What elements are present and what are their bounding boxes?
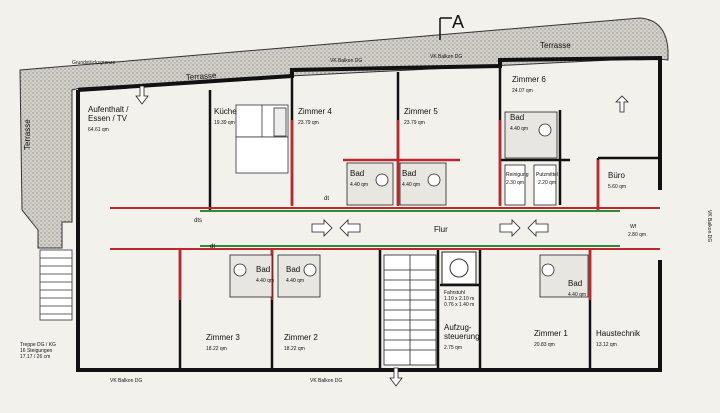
room-name-buero: Büro xyxy=(608,171,625,180)
balcony-label-top-1: VK Balkon DG xyxy=(330,58,362,64)
room-name-bad5: Bad xyxy=(402,169,416,178)
corridor-label: Flur xyxy=(434,225,448,234)
kitchen-counter xyxy=(235,104,289,174)
terrace-label-left: Terrasse xyxy=(23,119,32,150)
terrace-label-top-right: Terrasse xyxy=(540,41,571,50)
room-area-zimmer3: 18.22 qm xyxy=(206,346,227,352)
property-line-label: Grundstücksgrenze xyxy=(72,60,116,66)
fahrstuhl-note-2: 1.10 x 2.10 m xyxy=(444,296,474,302)
room-name-bad3: Bad xyxy=(256,265,270,274)
room-name-zimmer6: Zimmer 6 xyxy=(512,75,546,84)
room-name-aufenthalt: Aufenthalt /Essen / TV xyxy=(88,105,129,123)
room-name-zimmer4: Zimmer 4 xyxy=(298,107,332,116)
dt-label-2: dt xyxy=(324,196,329,202)
terrace-area xyxy=(19,17,669,249)
reinigung-area: 2.30 qm xyxy=(506,180,524,186)
wf-label: Wf xyxy=(630,224,637,230)
dt-label: dt xyxy=(210,244,215,250)
corridor-arrows xyxy=(135,85,629,387)
room-name-bad1: Bad xyxy=(568,279,582,288)
putzmittel-area: 2.20 qm xyxy=(538,180,556,186)
room-area-zimmer4: 23.79 qm xyxy=(298,120,319,126)
room-name-zimmer1: Zimmer 1 xyxy=(534,329,568,338)
room-name-bad4: Bad xyxy=(350,169,364,178)
fahrstuhl-note-3: 0.76 x 1.40 m xyxy=(444,302,474,308)
treppe-note-3: 17.17 / 26 cm xyxy=(20,354,50,360)
balcony-label-right: VK Balkon DG xyxy=(706,210,712,242)
exterior-stairs xyxy=(39,249,73,321)
treppe-note: Treppe DG / KG xyxy=(20,342,56,348)
fahrstuhl-note: Fahrstuhl xyxy=(444,290,465,296)
room-area-aufenthalt: 64.61 qm xyxy=(88,127,109,133)
reinigung-label: Reinigung xyxy=(506,172,529,178)
room-name-zimmer2: Zimmer 2 xyxy=(284,333,318,342)
room-name-zimmer5: Zimmer 5 xyxy=(404,107,438,116)
elevator-shaft xyxy=(441,251,477,285)
room-labels: Aufenthalt /Essen / TV 64.61 qm Küche 19.39… xyxy=(88,75,641,352)
room-name-aufzug: Aufzug-steuerung xyxy=(444,323,480,341)
room-area-bad4: 4.40 qm xyxy=(350,182,368,188)
balcony-label-top-2: VK Balkon DG xyxy=(430,54,462,60)
room-area-bad2: 4.40 qm xyxy=(286,278,304,284)
dts-label: dts xyxy=(194,218,202,224)
interior-walls xyxy=(178,66,660,370)
room-area-kueche: 19.39 qm xyxy=(214,120,235,126)
balcony-label-bottom-2: VK Balkon DG xyxy=(310,378,342,384)
room-area-zimmer6: 24.07 qm xyxy=(512,88,533,94)
central-staircase xyxy=(383,254,437,366)
room-name-zimmer3: Zimmer 3 xyxy=(206,333,240,342)
room-area-zimmer2: 18.22 qm xyxy=(284,346,305,352)
room-area-zimmer5: 23.79 qm xyxy=(404,120,425,126)
room-area-bad5: 4.40 qm xyxy=(402,182,420,188)
treppe-note-2: 16 Steigungen xyxy=(20,348,52,354)
room-area-buero: 5.60 qm xyxy=(608,184,626,190)
room-area-bad3: 4.40 qm xyxy=(256,278,274,284)
putzmittel-label: Putzmittel xyxy=(536,172,558,178)
wf-area: 2.80 qm xyxy=(628,232,646,238)
room-name-haustechnik: Haustechnik xyxy=(596,329,641,338)
section-marker-label: A xyxy=(452,12,464,32)
terrace-label-top-left: Terrasse xyxy=(186,71,218,82)
outer-walls xyxy=(76,55,662,372)
room-name-bad2: Bad xyxy=(286,265,300,274)
room-name-bad6: Bad xyxy=(510,113,524,122)
balcony-label-bottom-1: VK Balkon DG xyxy=(110,378,142,384)
room-area-haustechnik: 13.12 qm xyxy=(596,342,617,348)
room-area-zimmer1: 20.83 qm xyxy=(534,342,555,348)
corridor-walls xyxy=(110,207,660,250)
room-area-aufzug: 2.75 qm xyxy=(444,345,462,351)
room-area-bad1: 4.40 qm xyxy=(568,292,586,298)
room-name-kueche: Küche xyxy=(214,107,237,116)
section-marker xyxy=(439,17,452,40)
bathroom-fixtures xyxy=(229,111,589,298)
room-area-bad6: 4.40 qm xyxy=(510,126,528,132)
elevator-icon xyxy=(449,258,469,278)
